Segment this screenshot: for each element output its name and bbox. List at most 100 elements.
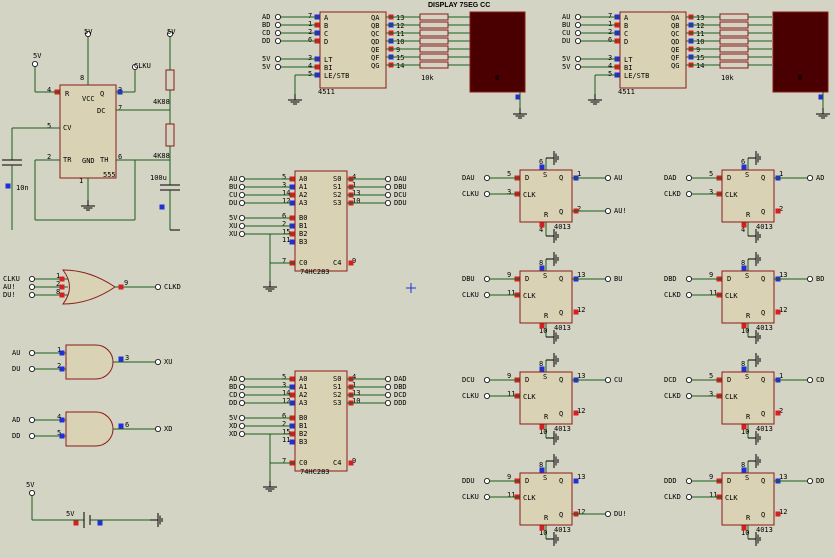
segment-resistor [419,53,449,61]
label: DDU [394,199,407,207]
or-gate-body [61,269,116,305]
terminal [483,291,490,298]
label: S [745,272,749,280]
adders-block[interactable]: 74HC283A05AUA13BUA214CUA312DUB065VB12XUB… [229,170,407,492]
label: 6 [118,153,122,161]
label: 4 [47,86,51,94]
display-title: DISPLAY 7SEG CC [428,2,490,9]
terminal [384,183,391,190]
label: 5V [229,414,238,422]
segment-resistor [419,21,449,29]
label: DAD [664,174,677,182]
and-gate-body [65,411,114,447]
label: 3 [125,354,129,362]
label: QC [671,30,679,38]
label: R [65,90,70,98]
flipflop-name: 4013 [554,526,571,534]
pin-marker [741,222,747,228]
label: 13 [396,14,404,22]
terminal [238,375,245,382]
label: 9 [507,271,511,279]
terminal [238,414,245,421]
pin-marker [59,292,65,298]
label: DAU [462,174,475,182]
label: S3 [333,399,341,407]
terminal [384,375,391,382]
label: BI [624,64,632,72]
resistor-r2 [165,123,175,147]
pin-marker [741,467,747,473]
pin-marker [515,94,521,100]
label: DBD [664,275,677,283]
label: 5 [282,373,286,381]
label: Q [761,208,765,216]
pin-marker [741,265,747,271]
pin-marker [775,410,781,416]
label: 15 [282,428,290,436]
clk-terminal [131,64,138,71]
terminal [238,191,245,198]
label: QB [371,22,379,30]
terminal [686,493,693,500]
label: 8 [539,259,543,267]
label: 1 [57,346,61,354]
decoder-name: 4511 [618,88,635,96]
label: CLK [523,292,536,300]
label: 5V [562,63,571,71]
segment-resistor [419,37,449,45]
label: Q [761,275,765,283]
label: C [324,30,328,38]
label: 5 [507,170,511,178]
label: S2 [333,191,341,199]
terminal [384,175,391,182]
pin-marker [289,239,295,245]
pin-marker [159,204,165,210]
label: 10 [741,327,749,335]
pin-marker [118,423,124,429]
label: 8 [539,461,543,469]
flipflop-chip [519,371,573,425]
pin-marker [118,356,124,362]
label: 14 [696,62,704,70]
label: 12 [396,22,404,30]
pin-marker [5,183,11,189]
label: CLKU [462,493,479,501]
label: 7 [608,12,612,20]
label: 2 [282,420,286,428]
label: S1 [333,383,341,391]
label: A2 [299,391,307,399]
label: DBD [394,383,407,391]
pin-marker [573,410,579,416]
label: QF [371,54,379,62]
terminal [686,392,693,399]
label: QC [371,30,379,38]
label: 1 [56,272,60,280]
segment-resistor [419,29,449,37]
label: 4 [352,373,356,381]
label: DAD [394,375,407,383]
label: 12 [282,397,290,405]
terminal [274,56,281,63]
r1-label: 4K88 [153,98,170,106]
label: C [624,30,628,38]
label: B1 [299,222,307,230]
timer-555-block[interactable]: RVCCQDCCVTRTHGND555437526185V5VCLKU5V4K8… [2,28,180,231]
label: CD [262,29,270,37]
pin-marker [741,323,747,329]
label: 2 [577,205,581,213]
label: DCD [394,391,407,399]
label: CV [63,124,72,132]
pin-marker [97,520,103,526]
terminal [28,365,35,372]
label: 9 [396,46,400,54]
segment-resistor [719,29,749,37]
terminal [807,477,814,484]
label: 13 [577,372,585,380]
label: D [525,376,529,384]
label: XU [229,230,237,238]
